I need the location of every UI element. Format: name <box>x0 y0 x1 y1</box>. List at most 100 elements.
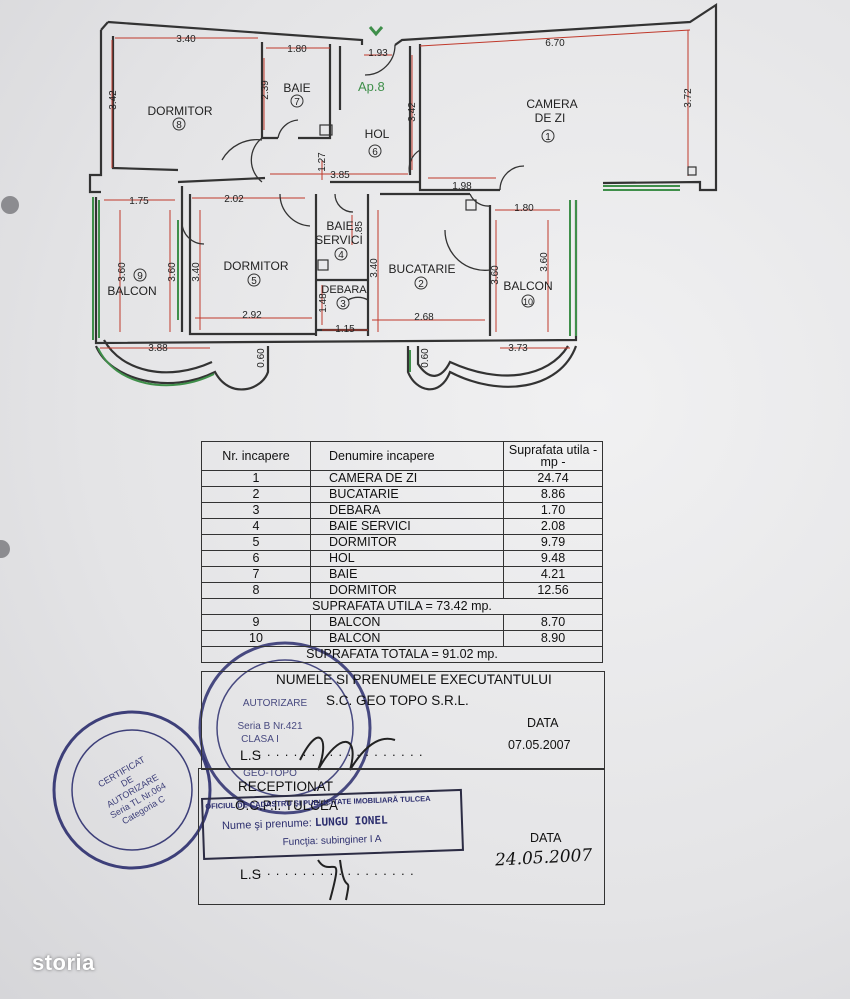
room-number: 5 <box>251 276 257 287</box>
dimension-label: 3.42 <box>407 102 418 122</box>
cell: BAIE SERVICI <box>310 518 504 535</box>
room-number-labels: 8 7 6 1 9 5 4 3 2 10 <box>137 97 551 310</box>
room-name: BALCON <box>107 284 156 298</box>
plan-windows <box>92 185 680 387</box>
executant-date: 07.05.2007 <box>508 738 571 752</box>
room-name: BUCATARIE <box>389 262 456 276</box>
room-labels: DORMITOR BAIE HOL CAMERA DE ZI BALCON DO… <box>107 81 577 298</box>
cell: 1 <box>201 470 311 487</box>
executant-box <box>201 671 605 770</box>
dimension-label: 2.02 <box>224 194 244 205</box>
dimension-label: 2.39 <box>260 80 271 100</box>
cell: DEBARA <box>310 502 504 519</box>
svg-text:AUTORIZARE: AUTORIZARE <box>243 698 308 709</box>
cell: 4 <box>201 518 311 535</box>
dimension-label: 1.27 <box>317 152 328 172</box>
room-name: DORMITOR <box>147 104 212 118</box>
receptie-ls: L.S <box>240 866 262 882</box>
cell: CAMERA DE ZI <box>310 470 504 487</box>
cell: 9.79 <box>503 534 603 551</box>
header-denumire: Denumire incapere <box>310 441 504 471</box>
apartment-label: Ap.8 <box>358 79 385 94</box>
plan-doors <box>181 44 525 301</box>
stamp-function: Funcţia: subinginer I A <box>282 833 382 849</box>
cell: 12.56 <box>503 582 603 599</box>
room-number: 9 <box>137 271 143 282</box>
cell: HOL <box>310 550 504 567</box>
dimension-label: 3.60 <box>490 265 501 285</box>
cell: 1.70 <box>503 502 603 519</box>
dimension-label: 1.75 <box>129 196 149 207</box>
room-numbers <box>133 94 555 310</box>
stamp-name: LUNGU IONEL <box>314 813 388 830</box>
punch-hole <box>0 540 10 558</box>
svg-text:CLASA I: CLASA I <box>241 734 279 745</box>
room-name: BALCON <box>503 279 552 293</box>
room-number: 6 <box>372 147 378 158</box>
cell: BALCON <box>310 630 504 647</box>
dimension-label: 3.60 <box>167 262 178 282</box>
cell: BALCON <box>310 614 504 631</box>
cell: 9 <box>201 614 311 631</box>
cell: 7 <box>201 566 311 583</box>
room-number: 1 <box>545 132 551 143</box>
dimension-label: 2.68 <box>414 312 434 323</box>
dimension-label: 1.15 <box>335 324 355 335</box>
cell: 8 <box>201 582 311 599</box>
dimension-label: 3.72 <box>683 88 694 108</box>
round-stamp-left: CERTIFICAT DE AUTORIZARE Seria TL Nr.064… <box>52 710 212 870</box>
dimension-label: 3.40 <box>191 262 202 282</box>
entrance-arrow-icon <box>368 26 384 37</box>
receptie-title: RECEPTIONAT <box>238 779 334 794</box>
plan-dimension-lines <box>100 29 691 349</box>
cell: 8.86 <box>503 486 603 503</box>
subtotal-row: SUPRAFATA UTILA = 73.42 mp. <box>201 598 603 615</box>
dimension-label: 0.60 <box>420 348 431 368</box>
executant-company: S.C. GEO TOPO S.R.L. <box>326 693 469 708</box>
dimension-label: 3.42 <box>108 90 119 110</box>
dimension-label: 2.92 <box>242 310 262 321</box>
room-number: 4 <box>338 250 344 261</box>
cell: DORMITOR <box>310 582 504 599</box>
cell: 8.70 <box>503 614 603 631</box>
ocpi-stamp: OFICIUL DE CADASTRU ŞI PUBLICITATE IMOBI… <box>201 788 465 860</box>
cell: 5 <box>201 534 311 551</box>
room-number: 10 <box>523 297 533 307</box>
plan-fixtures <box>317 124 697 271</box>
cell: 4.21 <box>503 566 603 583</box>
dimension-label: 3.60 <box>539 252 550 272</box>
dimension-label: 1.93 <box>368 48 388 59</box>
room-name: BAIE <box>326 219 353 233</box>
room-name: DORMITOR <box>223 259 288 273</box>
room-name: DEBARA <box>321 284 367 296</box>
receptie-box <box>198 768 605 905</box>
cell: 24.74 <box>503 470 603 487</box>
plan-walls <box>88 2 718 391</box>
room-name: CAMERA <box>526 97 577 111</box>
total-row: SUPRAFATA TOTALA = 91.02 mp. <box>201 646 603 663</box>
cell: BAIE <box>310 566 504 583</box>
dimension-label: 3.85 <box>330 170 350 181</box>
cell: 2.08 <box>503 518 603 535</box>
dimension-label: 1.48 <box>318 293 329 313</box>
dimension-label: 1.80 <box>514 203 534 214</box>
punch-hole <box>1 196 19 214</box>
room-number: 7 <box>294 97 300 108</box>
signature-executant <box>299 736 396 771</box>
room-name: SERVICI <box>315 233 363 247</box>
dimension-label: .85 <box>354 221 365 235</box>
cell: 2 <box>201 486 311 503</box>
room-name: HOL <box>365 127 390 141</box>
subtotal: SUPRAFATA UTILA = 73.42 mp. <box>201 598 603 615</box>
dimension-label: 1.80 <box>287 44 307 55</box>
stamp-office: OFICIUL DE CADASTRU ŞI PUBLICITATE IMOBI… <box>205 793 431 811</box>
